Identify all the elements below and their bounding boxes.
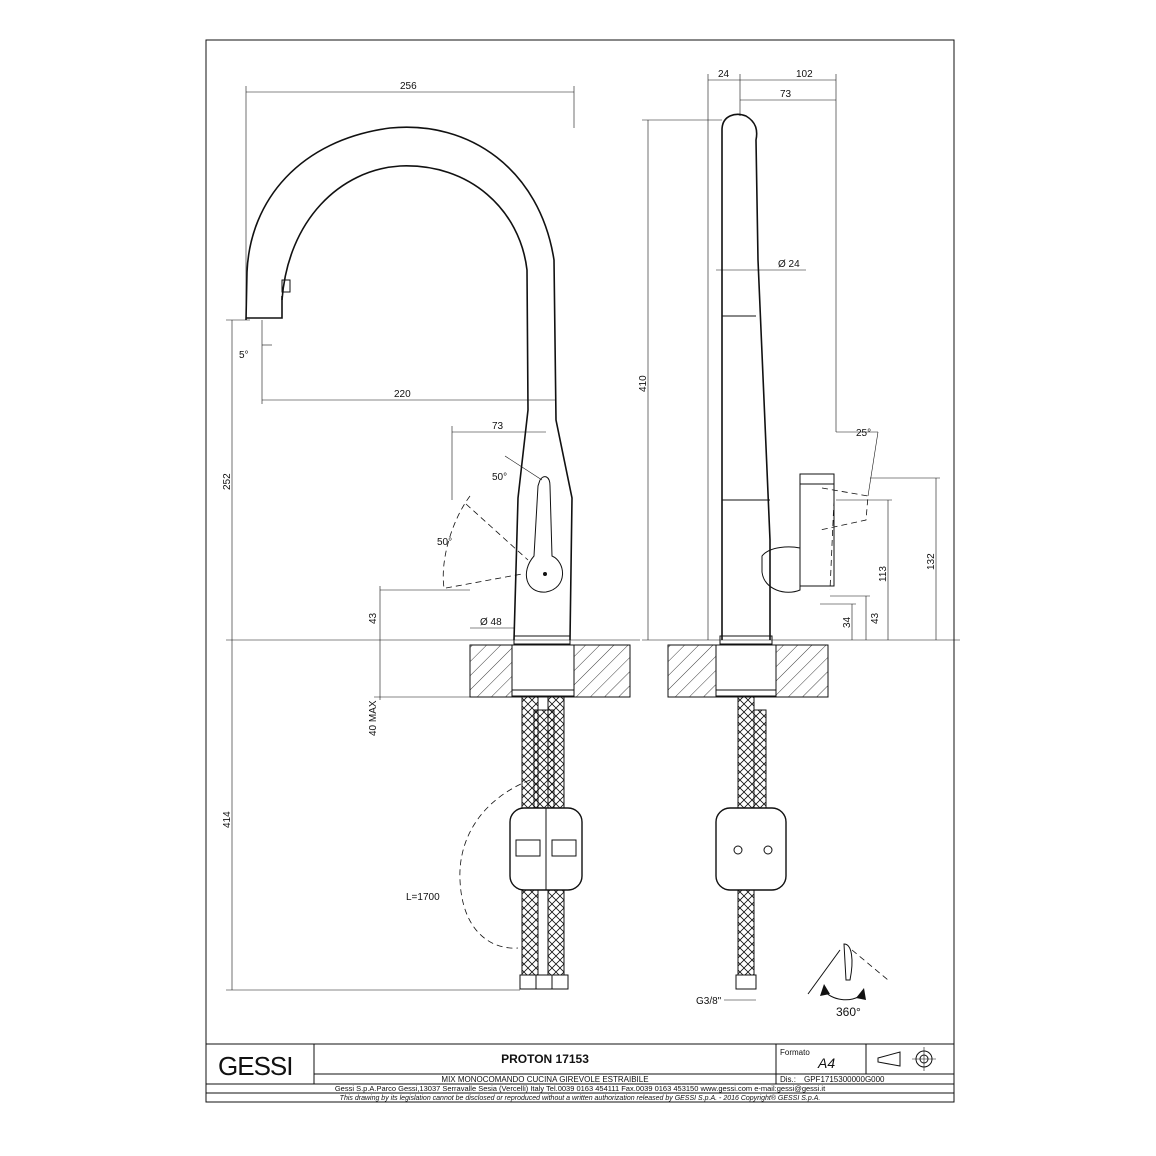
hoses-side: [715, 696, 787, 990]
title-block: GESSI PROTON 17153 MIX MONOCOMANDO CUCIN…: [205, 1043, 955, 1103]
rotation-icon: [807, 943, 889, 1001]
dim-256: 256: [400, 81, 417, 92]
dim-hose-length: L=1700: [406, 892, 440, 903]
dim-40max: 40 MAX: [368, 700, 379, 736]
company-address: Gessi S.p.A.Parco Gessi,13037 Serravalle…: [335, 1084, 826, 1093]
dim-50-top: 50°: [492, 472, 507, 483]
dim-diam24: Ø 24: [778, 259, 800, 270]
dim-73-side: 73: [780, 89, 792, 100]
brand-logo: GESSI: [218, 1051, 292, 1081]
format-label: Formato: [780, 1048, 810, 1057]
hoses-front: [459, 696, 583, 990]
sheet-border: [205, 39, 955, 1103]
format-value: A4: [817, 1055, 835, 1071]
counter-front: [469, 644, 631, 698]
dim-5deg: 5°: [239, 350, 249, 361]
dim-24-top: 24: [718, 69, 730, 80]
dim-102: 102: [796, 69, 813, 80]
dim-132: 132: [926, 553, 937, 570]
product-description: MIX MONOCOMANDO CUCINA GIREVOLE ESTRAIBI…: [441, 1075, 648, 1084]
dim-252: 252: [222, 473, 233, 490]
dim-113: 113: [878, 566, 889, 582]
dim-43-side: 43: [870, 612, 881, 624]
dim-50-side: 50°: [437, 537, 452, 548]
dim-34: 34: [842, 616, 853, 628]
dim-414: 414: [222, 811, 233, 828]
drawing-number-label: Dis.:: [780, 1075, 796, 1084]
dim-diam48: Ø 48: [480, 617, 502, 628]
front-view: [245, 126, 573, 645]
dim-73-front: 73: [492, 421, 504, 432]
dim-43-front: 43: [368, 612, 379, 624]
front-dimensions: [226, 86, 640, 991]
counter-side: [667, 644, 829, 698]
dim-220: 220: [394, 389, 411, 400]
dim-25deg: 25°: [856, 428, 871, 439]
product-title: PROTON 17153: [501, 1052, 589, 1066]
legal-notice: This drawing by its legislation cannot b…: [340, 1094, 821, 1102]
dim-rotation: 360°: [836, 1005, 861, 1019]
drawing-number: GPF1715300000G000: [804, 1075, 885, 1084]
side-dimensions: [642, 74, 960, 1001]
dim-thread: G3/8": [696, 996, 722, 1007]
side-view: [719, 113, 879, 645]
dim-410: 410: [638, 375, 649, 392]
dimension-labels: 256 220 73 5° 50° 50° Ø 48 252 43 40 MAX…: [222, 69, 937, 1019]
